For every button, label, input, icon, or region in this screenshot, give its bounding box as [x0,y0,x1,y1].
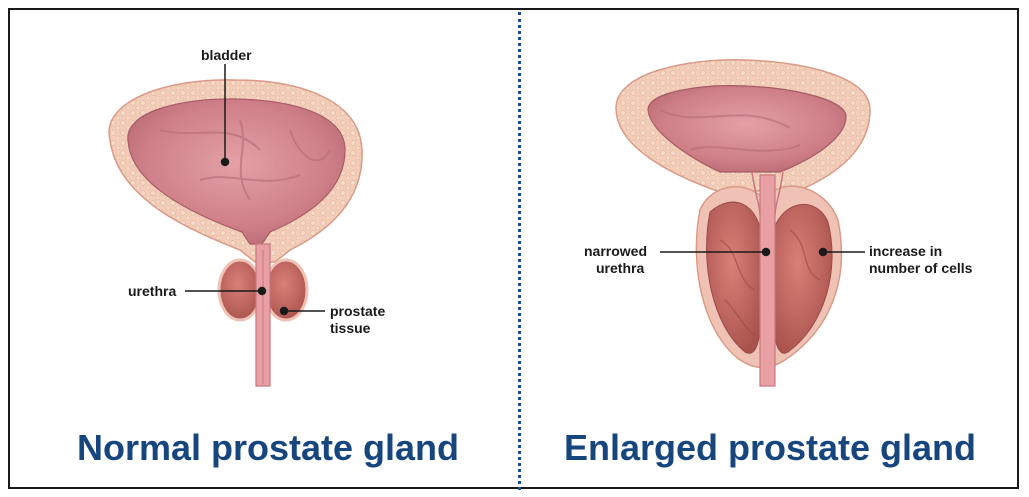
normal-bladder [109,80,362,262]
increase-cells-label-line2: number of cells [869,260,972,277]
bladder-label: bladder [201,47,252,64]
enlarged-bladder [616,60,870,192]
enlarged-gland-title: Enlarged prostate gland [522,426,1018,470]
normal-gland-title: Normal prostate gland [20,426,516,470]
urethra-label: urethra [128,283,176,300]
prostate-tissue-label-line2: tissue [330,320,370,337]
increase-cells-label-line1: increase in [869,243,942,260]
normal-urethra [256,244,270,386]
prostate-tissue-label-line1: prostate [330,303,385,320]
narrowed-urethra-label-line1: narrowed [584,243,647,260]
narrowed-urethra-label-line2: urethra [596,260,644,277]
